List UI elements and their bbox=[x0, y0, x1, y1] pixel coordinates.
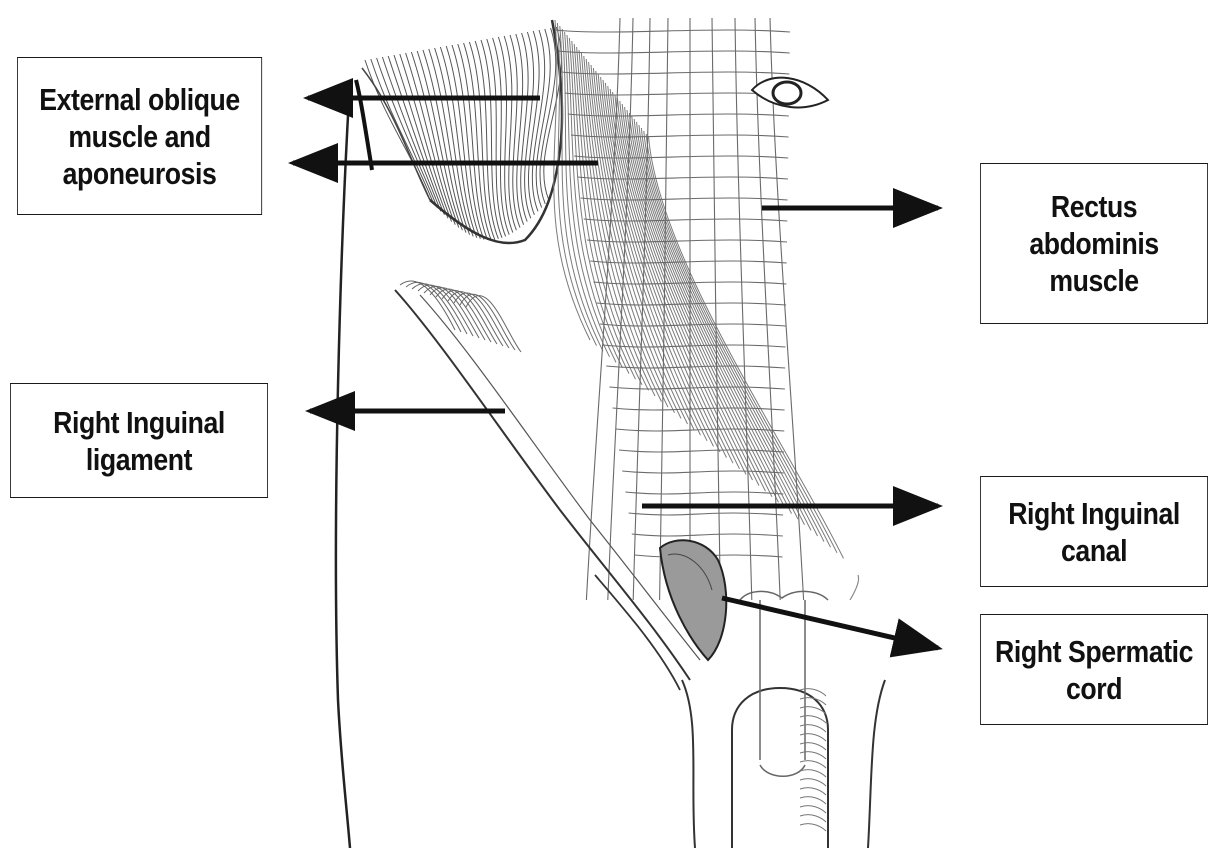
fiber-line bbox=[800, 806, 826, 813]
umbilicus bbox=[752, 78, 828, 108]
spermatic-cord bbox=[660, 540, 726, 660]
fiber-line bbox=[632, 534, 783, 536]
fiber-line bbox=[598, 74, 707, 441]
fiber-line bbox=[597, 303, 787, 305]
fiber-line bbox=[634, 119, 804, 525]
fiber-line bbox=[800, 824, 826, 831]
fiber-line bbox=[800, 716, 826, 723]
label-line: Right Inguinal bbox=[1008, 495, 1180, 532]
label-inguinal-canal: Right Inguinal canal bbox=[980, 476, 1208, 587]
label-external-oblique: External oblique muscle and aponeurosis bbox=[17, 57, 262, 215]
fiber-line bbox=[516, 34, 524, 225]
penis-hatching bbox=[800, 689, 826, 831]
label-line: canal bbox=[1061, 532, 1127, 569]
fiber-line bbox=[644, 131, 831, 547]
fiber-line bbox=[800, 752, 826, 759]
label-line: ligament bbox=[86, 441, 192, 478]
fiber-line bbox=[603, 345, 786, 347]
label-rectus-abdominis: Rectus abdominis muscle bbox=[980, 163, 1208, 324]
fiber-line bbox=[574, 156, 788, 158]
label-spermatic-cord: Right Spermatic cord bbox=[980, 614, 1208, 725]
fiber-line bbox=[800, 779, 826, 786]
label-line: External oblique bbox=[39, 81, 240, 118]
fiber-line bbox=[800, 797, 826, 804]
fiber-line bbox=[800, 743, 826, 750]
fiber-line bbox=[629, 513, 784, 515]
fiber-line bbox=[712, 18, 720, 600]
fiber-line bbox=[800, 734, 826, 741]
fiber-line bbox=[800, 815, 826, 822]
fiber-line bbox=[649, 137, 844, 558]
label-line: Rectus bbox=[1051, 188, 1137, 225]
arrow-spermatic-cord bbox=[722, 598, 938, 648]
label-line: cord bbox=[1066, 670, 1122, 707]
fiber-line bbox=[587, 240, 787, 242]
fiber-line bbox=[388, 56, 444, 215]
fiber-line bbox=[558, 51, 790, 53]
label-line: Right Spermatic bbox=[995, 633, 1193, 670]
body-outline-left bbox=[336, 80, 350, 848]
fiber-line bbox=[619, 450, 784, 452]
external-oblique-fibers bbox=[365, 27, 561, 240]
fiber-line bbox=[625, 492, 783, 494]
fiber-line bbox=[510, 35, 520, 228]
pointer-arrows bbox=[293, 98, 938, 648]
fiber-line bbox=[466, 296, 521, 352]
fiber-line bbox=[800, 770, 826, 777]
label-line: muscle and bbox=[68, 118, 210, 155]
fiber-line bbox=[755, 18, 780, 600]
fiber-line bbox=[557, 23, 596, 346]
label-inguinal-ligament: Right Inguinal ligament bbox=[10, 383, 268, 498]
hip-contour bbox=[356, 80, 372, 170]
label-line: abdominis bbox=[1029, 225, 1158, 262]
fiber-line bbox=[590, 261, 787, 263]
label-line: aponeurosis bbox=[63, 155, 217, 192]
label-line: muscle bbox=[1049, 262, 1138, 299]
fiber-line bbox=[600, 324, 786, 326]
fiber-line bbox=[800, 788, 826, 795]
label-line: Right Inguinal bbox=[53, 404, 225, 441]
fiber-line bbox=[800, 725, 826, 732]
external-oblique-muscle-edge-top bbox=[362, 68, 430, 200]
